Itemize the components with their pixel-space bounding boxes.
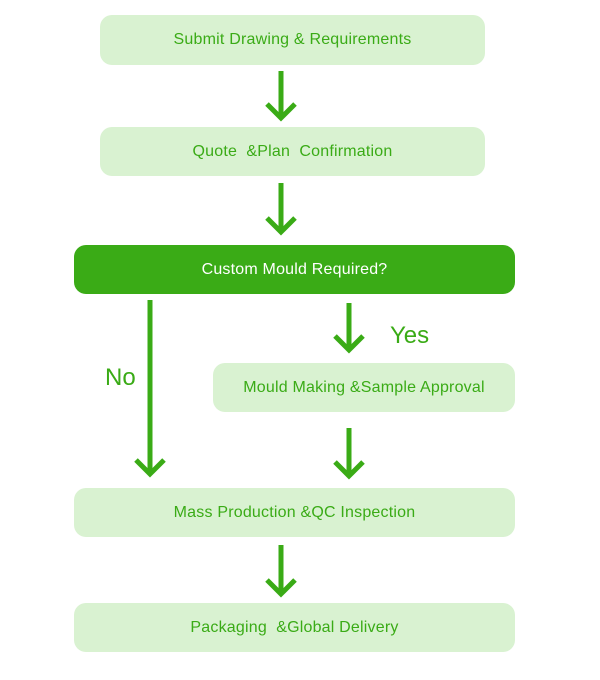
- step-mass-production-label: Mass Production &QC Inspection: [173, 503, 416, 521]
- decision-custom-mould: Custom Mould Required?: [74, 245, 515, 294]
- arrow-decision-to-mould-icon: [333, 303, 365, 354]
- branch-no-label: No: [105, 364, 136, 391]
- step-mould-making: Mould Making &Sample Approval: [213, 363, 515, 412]
- step-quote-plan-label: Quote &Plan Confirmation: [192, 142, 393, 160]
- arrow-submit-to-quote-icon: [265, 71, 297, 122]
- arrow-no-branch-icon: [134, 300, 166, 478]
- arrow-quote-to-decision-icon: [265, 183, 297, 236]
- decision-custom-mould-label: Custom Mould Required?: [201, 260, 388, 278]
- step-packaging-delivery-label: Packaging &Global Delivery: [190, 618, 399, 636]
- step-submit-drawing-label: Submit Drawing & Requirements: [173, 31, 412, 48]
- step-mass-production: Mass Production &QC Inspection: [74, 488, 515, 537]
- step-quote-plan: Quote &Plan Confirmation: [100, 127, 485, 176]
- arrow-mould-to-mass-icon: [333, 428, 365, 480]
- step-mould-making-label: Mould Making &Sample Approval: [243, 378, 485, 396]
- step-submit-drawing: Submit Drawing & Requirements: [100, 15, 485, 65]
- arrow-mass-to-packaging-icon: [265, 545, 297, 598]
- step-packaging-delivery: Packaging &Global Delivery: [74, 603, 515, 652]
- branch-yes-label: Yes: [390, 322, 430, 349]
